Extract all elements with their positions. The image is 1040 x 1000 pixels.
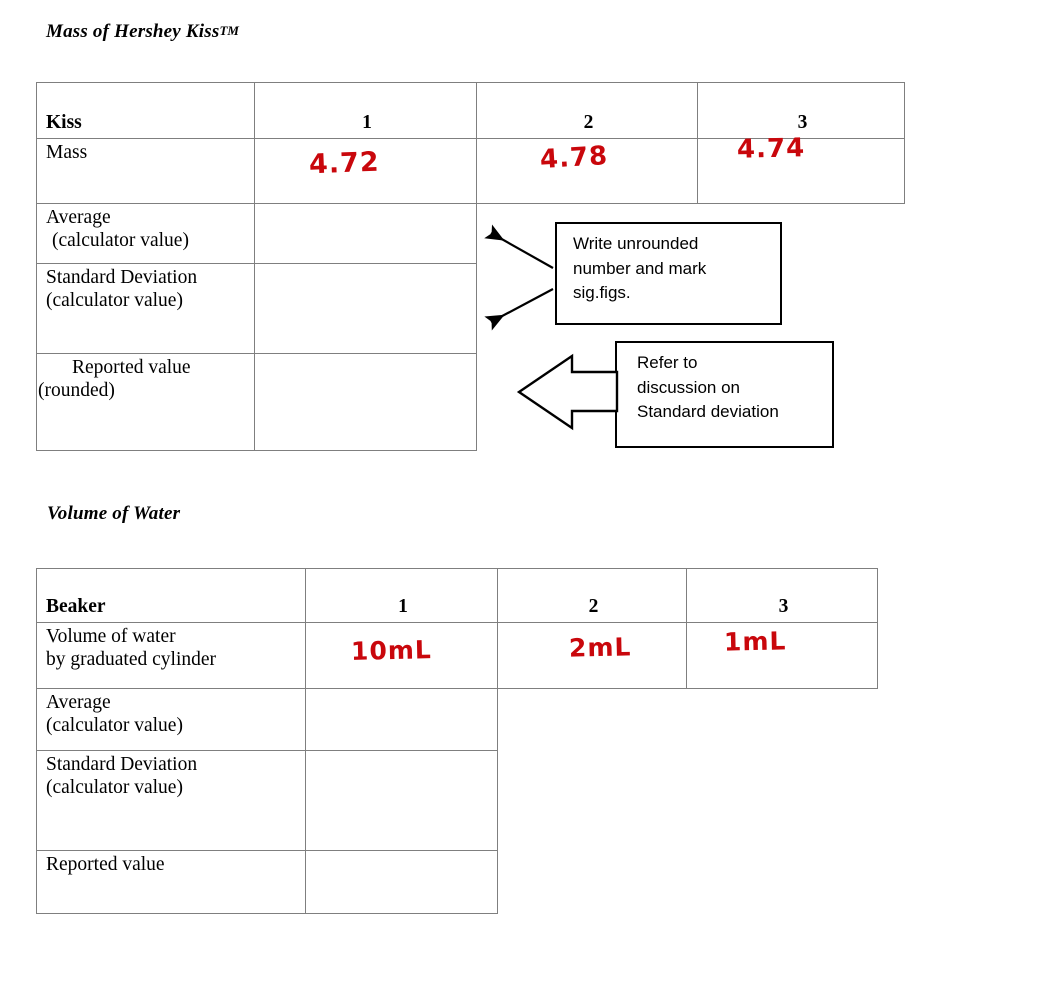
trademark-symbol: TM	[219, 23, 239, 38]
table-mass-row-stdev-label: Standard Deviation (calculator value)	[36, 263, 255, 354]
table-mass-header-col-2: 2	[476, 82, 698, 139]
table-mass-header-label: Kiss	[36, 82, 255, 139]
handwritten-mass-value-2: 4.78	[539, 140, 610, 176]
callout-sig-figs-note: Write unrounded number and mark sig.figs…	[555, 222, 782, 325]
callout-sig-figs-line-3: sig.figs.	[573, 283, 631, 303]
mass-title-text: Mass of Hershey Kiss	[46, 21, 220, 42]
handwritten-mass-value-3: 4.74	[736, 133, 806, 165]
table-mass-row-mass-value-3[interactable]	[697, 138, 905, 204]
table-mass-row-average-value[interactable]	[254, 203, 477, 264]
table-mass-row-reported-label: Reported value (rounded)	[36, 353, 255, 451]
handwritten-mass-value-1: 4.72	[308, 146, 381, 181]
arrow-to-standard-deviation-row	[484, 288, 554, 331]
callout-standard-deviation-note: Refer to discussion on Standard deviatio…	[615, 341, 834, 448]
table-mass-row-average-label: Average (calculator value)	[36, 203, 255, 264]
table-volume-row-stdev-label: Standard Deviation (calculator value)	[36, 750, 306, 851]
table-volume-header-col-1: 1	[305, 568, 498, 623]
handwritten-volume-value-3: 1mL	[723, 626, 787, 657]
table-volume-row-volume-value-2[interactable]	[497, 622, 687, 689]
table-volume-row-reported-label: Reported value	[36, 850, 306, 914]
callout-stdev-line-2: discussion on	[637, 377, 741, 397]
table-mass-row-mass-value-1[interactable]	[254, 138, 477, 204]
table-volume-row-average-value[interactable]	[305, 688, 498, 751]
block-arrow-to-reported-value-row	[516, 353, 619, 431]
table-mass-row-stdev-value[interactable]	[254, 263, 477, 354]
arrow-to-average-row	[484, 224, 554, 269]
table-volume-row-reported-value[interactable]	[305, 850, 498, 914]
table-volume-row-average-label: Average (calculator value)	[36, 688, 306, 751]
table-volume-row-volume-value-1[interactable]	[305, 622, 498, 689]
table-volume-row-volume-value-3[interactable]	[686, 622, 878, 689]
callout-sig-figs-line-2: number and mark	[573, 258, 707, 278]
table-mass-header-col-3: 3	[697, 82, 905, 139]
page-title-volume-of-water: Volume of Water	[47, 503, 180, 525]
callout-stdev-line-3: Standard deviation	[637, 402, 779, 422]
volume-title-text: Volume of Water	[47, 503, 181, 524]
callout-sig-figs-line-1: Write unrounded	[573, 234, 699, 253]
handwritten-volume-value-2: 2mL	[568, 632, 632, 663]
table-volume-header-col-2: 2	[497, 568, 687, 623]
table-mass-row-mass-value-2[interactable]	[476, 138, 698, 204]
handwritten-volume-value-1: 10mL	[350, 635, 433, 666]
table-mass-row-mass-label: Mass	[36, 138, 255, 204]
table-mass-header-col-1: 1	[254, 82, 477, 139]
table-volume-header-col-3: 3	[686, 568, 878, 623]
table-mass-row-reported-value[interactable]	[254, 353, 477, 451]
table-volume-row-volume-label: Volume of water by graduated cylinder	[36, 622, 306, 689]
callout-stdev-line-1: Refer to	[637, 353, 698, 372]
page-title-mass-of-hershey-kiss: Mass of Hershey KissTM	[46, 21, 239, 43]
table-volume-header-label: Beaker	[36, 568, 306, 623]
table-volume-row-stdev-value[interactable]	[305, 750, 498, 851]
